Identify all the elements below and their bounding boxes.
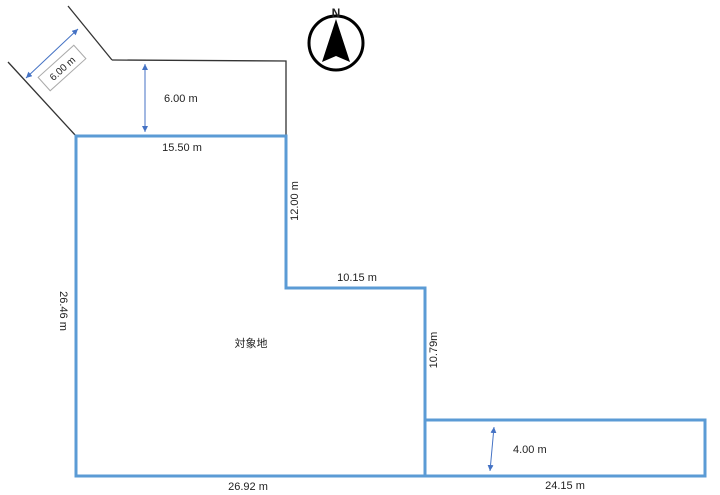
road-outline [7, 5, 287, 137]
dimension-step: 10.15 m [337, 272, 377, 284]
dimension-strip-bottom: 24.15 m [545, 480, 585, 492]
compass-north-label: N [332, 6, 341, 20]
north-compass: N [307, 6, 365, 72]
site-name: 対象地 [235, 336, 268, 350]
access-strip [423, 418, 707, 478]
dimension-upper-right: 12.00 m [289, 181, 301, 221]
dimension-bottom: 26.92 m [228, 481, 268, 493]
strip-height-arrow [487, 426, 497, 472]
strip-height-label: 4.00 m [513, 444, 547, 456]
road-width-label-vertical: 6.00 m [164, 93, 198, 105]
dimension-middle-right: 10.79m [428, 332, 440, 369]
dimension-left: 26.46 m [57, 291, 69, 331]
dimension-top: 15.50 m [162, 142, 202, 154]
site-boundary [74, 134, 427, 478]
road-width-arrow-diagonal [25, 28, 79, 79]
